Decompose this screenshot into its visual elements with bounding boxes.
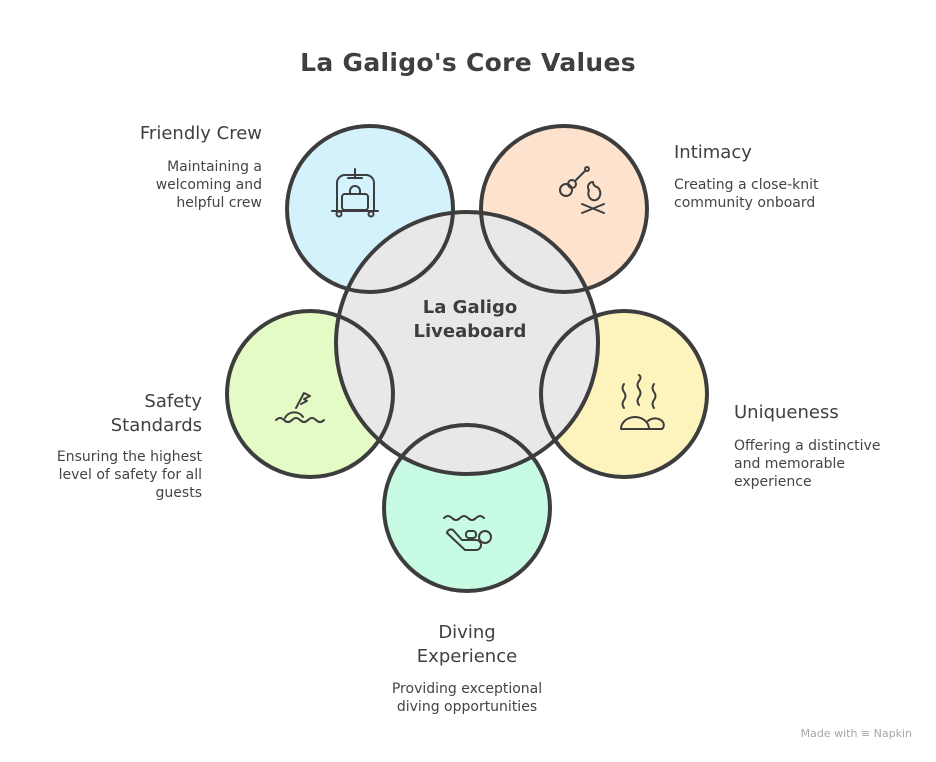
diving-experience-title: Diving Experience: [367, 621, 567, 669]
hub-label-line2: Liveaboard: [413, 321, 527, 342]
desc-line: level of safety for all: [58, 467, 202, 483]
desc-line: Offering a distinctive: [734, 438, 881, 454]
guitar-campfire-icon: [559, 166, 605, 214]
desc-line: helpful crew: [176, 195, 262, 211]
desc-line: welcoming and: [155, 177, 262, 193]
luggage-cart-icon: [331, 168, 379, 218]
intimacy-circle: [479, 124, 649, 294]
hub-label: La Galigo Liveaboard: [380, 296, 560, 344]
safety-circle: [225, 309, 395, 479]
uniqueness-title: Uniqueness: [734, 402, 839, 423]
desc-line: Providing exceptional: [391, 681, 543, 697]
intimacy-title: Intimacy: [674, 142, 752, 163]
friendly-crew-circle: [285, 124, 455, 294]
footer-text: Made with: [800, 727, 858, 740]
desc-line: and memorable: [734, 456, 845, 472]
title-line: Standards: [110, 415, 202, 436]
made-with-napkin-footer[interactable]: Made with ≡ Napkin: [801, 727, 912, 740]
diagram-title: La Galigo's Core Values: [300, 48, 636, 77]
friendly-crew-description: Maintaining a welcoming and helpful crew: [100, 158, 262, 212]
desc-line: experience: [734, 474, 812, 490]
uniqueness-circle: [539, 309, 709, 479]
desc-line: Creating a close-knit: [674, 177, 819, 193]
diving-circle: [382, 423, 552, 593]
uniqueness-description: Offering a distinctive and memorable exp…: [734, 437, 924, 491]
title-line: Diving: [438, 622, 496, 643]
desc-line: Maintaining a: [167, 159, 262, 175]
title-line: Safety: [144, 391, 202, 412]
desc-line: diving opportunities: [396, 699, 538, 715]
friendly-crew-title: Friendly Crew: [139, 123, 262, 144]
footer-brand: Napkin: [873, 727, 912, 740]
hub-circle-fill: [336, 212, 598, 474]
desc-line: Ensuring the highest: [56, 449, 202, 465]
diving-experience-description: Providing exceptional diving opportuniti…: [347, 680, 587, 716]
hub-circle: [334, 210, 600, 476]
swimmer-icon: [443, 515, 492, 551]
title-line: Experience: [416, 646, 518, 667]
safety-standards-title: Safety Standards: [20, 390, 202, 438]
desc-line: guests: [155, 485, 202, 501]
safety-standards-description: Ensuring the highest level of safety for…: [20, 448, 202, 502]
buoy-flag-icon: [275, 392, 325, 423]
hub-label-line1: La Galigo: [422, 297, 518, 318]
intimacy-description: Creating a close-knit community onboard: [674, 176, 874, 212]
napkin-logo-icon: ≡: [860, 727, 871, 740]
desc-line: community onboard: [674, 195, 816, 211]
hot-stones-icon: [620, 374, 665, 430]
